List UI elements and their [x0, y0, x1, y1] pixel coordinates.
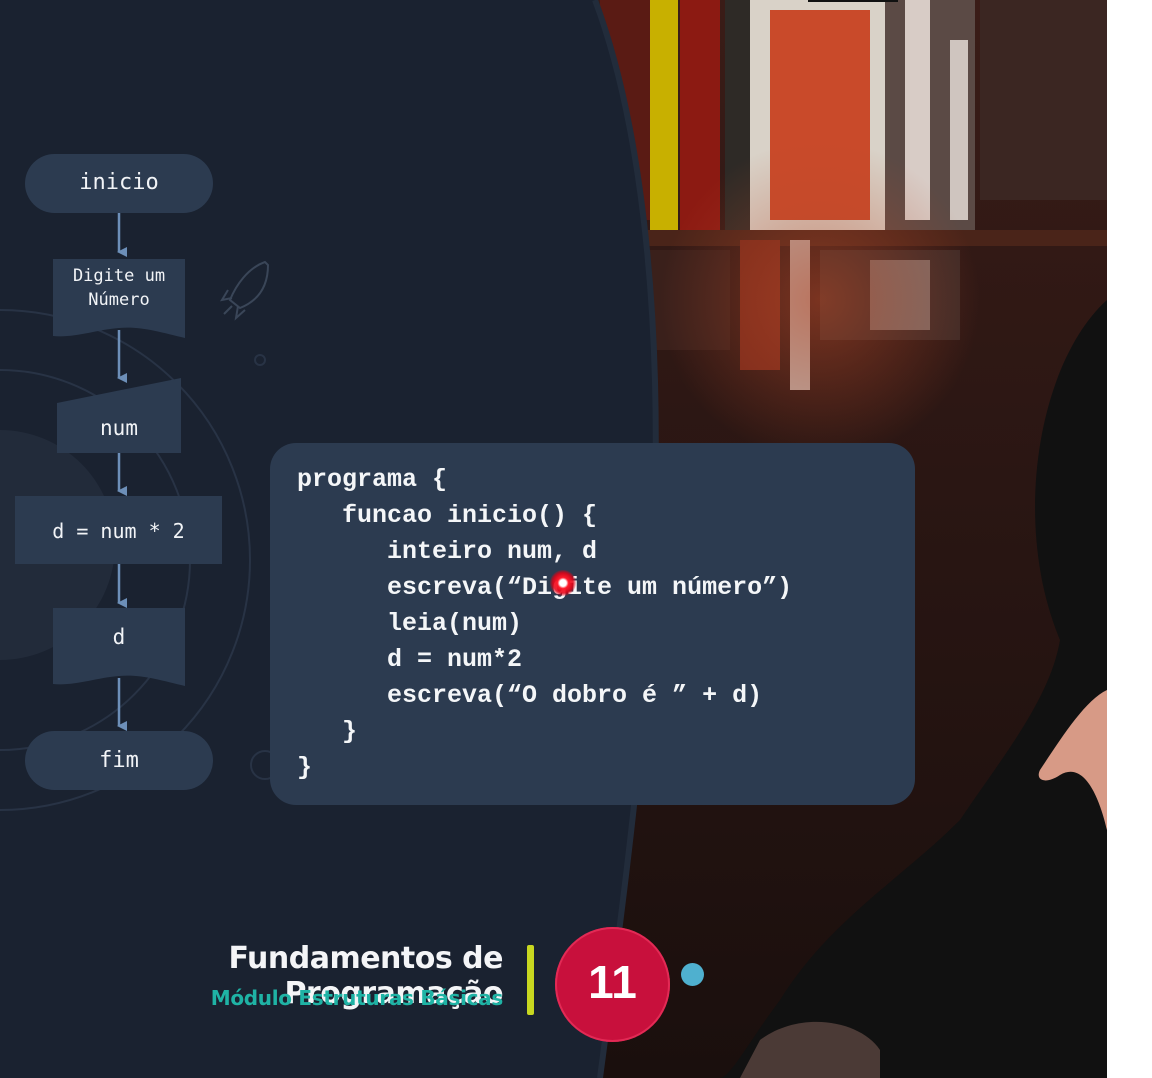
flowchart-output-label: d — [112, 625, 126, 649]
flowchart-manual-input-shape — [57, 378, 181, 453]
flowchart-start-label: inicio — [79, 170, 159, 195]
flowchart-output-shape — [53, 608, 185, 686]
flowchart-end-terminal — [25, 731, 213, 790]
rocket-icon — [219, 260, 270, 321]
decorative-dot — [681, 963, 704, 986]
flowchart-diagram — [0, 154, 280, 811]
right-margin — [1107, 0, 1152, 1078]
flowchart-display-label: Digite um Número — [72, 266, 166, 310]
footer-divider — [527, 945, 534, 1015]
code-line: inteiro num, d — [297, 537, 598, 566]
code-line: } — [297, 717, 358, 746]
module-subtitle: Módulo Estruturas Básicas — [210, 986, 504, 1010]
episode-badge — [555, 927, 670, 1042]
laser-pointer-dot — [550, 570, 576, 596]
flowchart-start-terminal — [25, 154, 213, 213]
course-title: Fundamentos de Programação — [228, 941, 504, 1011]
flowchart-display-shape — [53, 259, 185, 338]
video-frame: inicio Digite um Número num d = num * 2 … — [0, 0, 1107, 1078]
code-line: d = num*2 — [297, 645, 523, 674]
code-line: escreva(“Digite um número”) — [297, 573, 793, 602]
flowchart-input-label: num — [100, 416, 138, 440]
flowchart-end-label: fim — [99, 748, 139, 773]
code-line: leia(num) — [297, 609, 523, 638]
flowchart-process-label: d = num * 2 — [52, 519, 185, 543]
code-line: } — [297, 753, 313, 782]
code-line: escreva(“O dobro é ” + d) — [297, 681, 763, 710]
code-line: programa { — [297, 465, 448, 494]
episode-number: 11 — [588, 956, 637, 1008]
code-panel — [270, 443, 915, 805]
code-listing: programa { funcao inicio() { inteiro num… — [297, 462, 792, 786]
flowchart-process-shape — [15, 496, 222, 564]
code-line: funcao inicio() { — [297, 501, 598, 530]
